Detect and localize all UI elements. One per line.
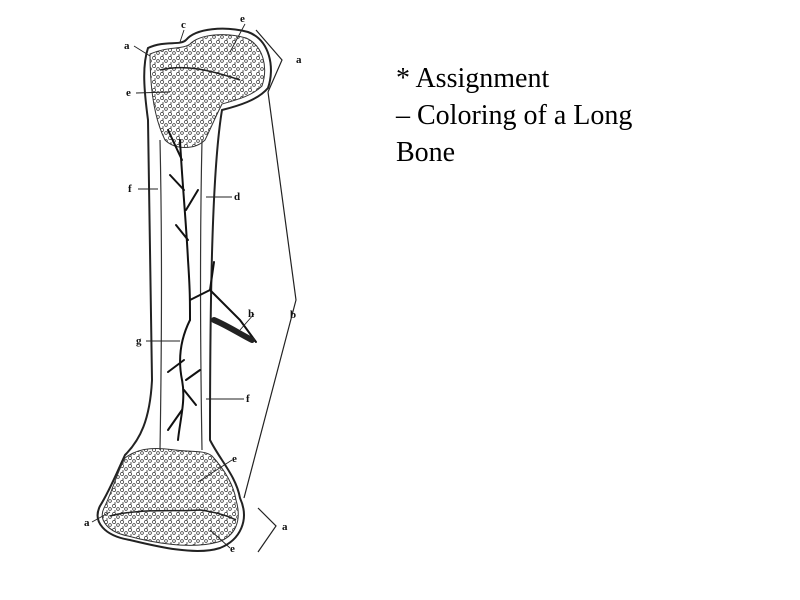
bracket-bottom-epiphysis bbox=[257, 507, 277, 553]
distal-spongy-bone bbox=[101, 447, 239, 546]
label-a-top-right: a bbox=[296, 54, 302, 66]
label-e-bottom: e bbox=[230, 543, 235, 555]
label-d: d bbox=[234, 191, 240, 203]
cortex-right bbox=[199, 139, 203, 451]
label-e-lower: e bbox=[232, 453, 237, 465]
nutrient-vessels bbox=[167, 129, 257, 441]
label-c: c bbox=[181, 19, 186, 31]
label-b: b bbox=[290, 309, 296, 321]
leader-lines bbox=[91, 23, 255, 549]
label-a-bottom-right: a bbox=[282, 521, 288, 533]
proximal-epiphyseal-line bbox=[159, 66, 241, 81]
label-e-left: e bbox=[126, 87, 131, 99]
bone-outline bbox=[96, 27, 272, 552]
label-f-right: f bbox=[246, 393, 250, 405]
bracket-top-epiphysis bbox=[255, 29, 283, 93]
label-a-bottom-left: a bbox=[84, 517, 90, 529]
assignment-line-3: Bone bbox=[396, 137, 456, 168]
bracket-diaphysis bbox=[243, 91, 297, 499]
distal-epiphyseal-line bbox=[109, 509, 237, 521]
nutrient-artery bbox=[211, 317, 255, 343]
cortex-left bbox=[159, 139, 163, 451]
label-h: h bbox=[248, 308, 254, 320]
label-f-left: f bbox=[128, 183, 132, 195]
proximal-spongy-bone bbox=[149, 34, 266, 148]
assignment-text: * Assignment – Coloring of a Long Bone bbox=[396, 60, 776, 171]
label-g: g bbox=[136, 335, 142, 347]
assignment-line-1: * Assignment bbox=[396, 63, 550, 94]
assignment-line-2: – Coloring of a Long bbox=[396, 100, 633, 131]
label-e-top: e bbox=[240, 13, 245, 25]
label-a-top-left: a bbox=[124, 40, 130, 52]
